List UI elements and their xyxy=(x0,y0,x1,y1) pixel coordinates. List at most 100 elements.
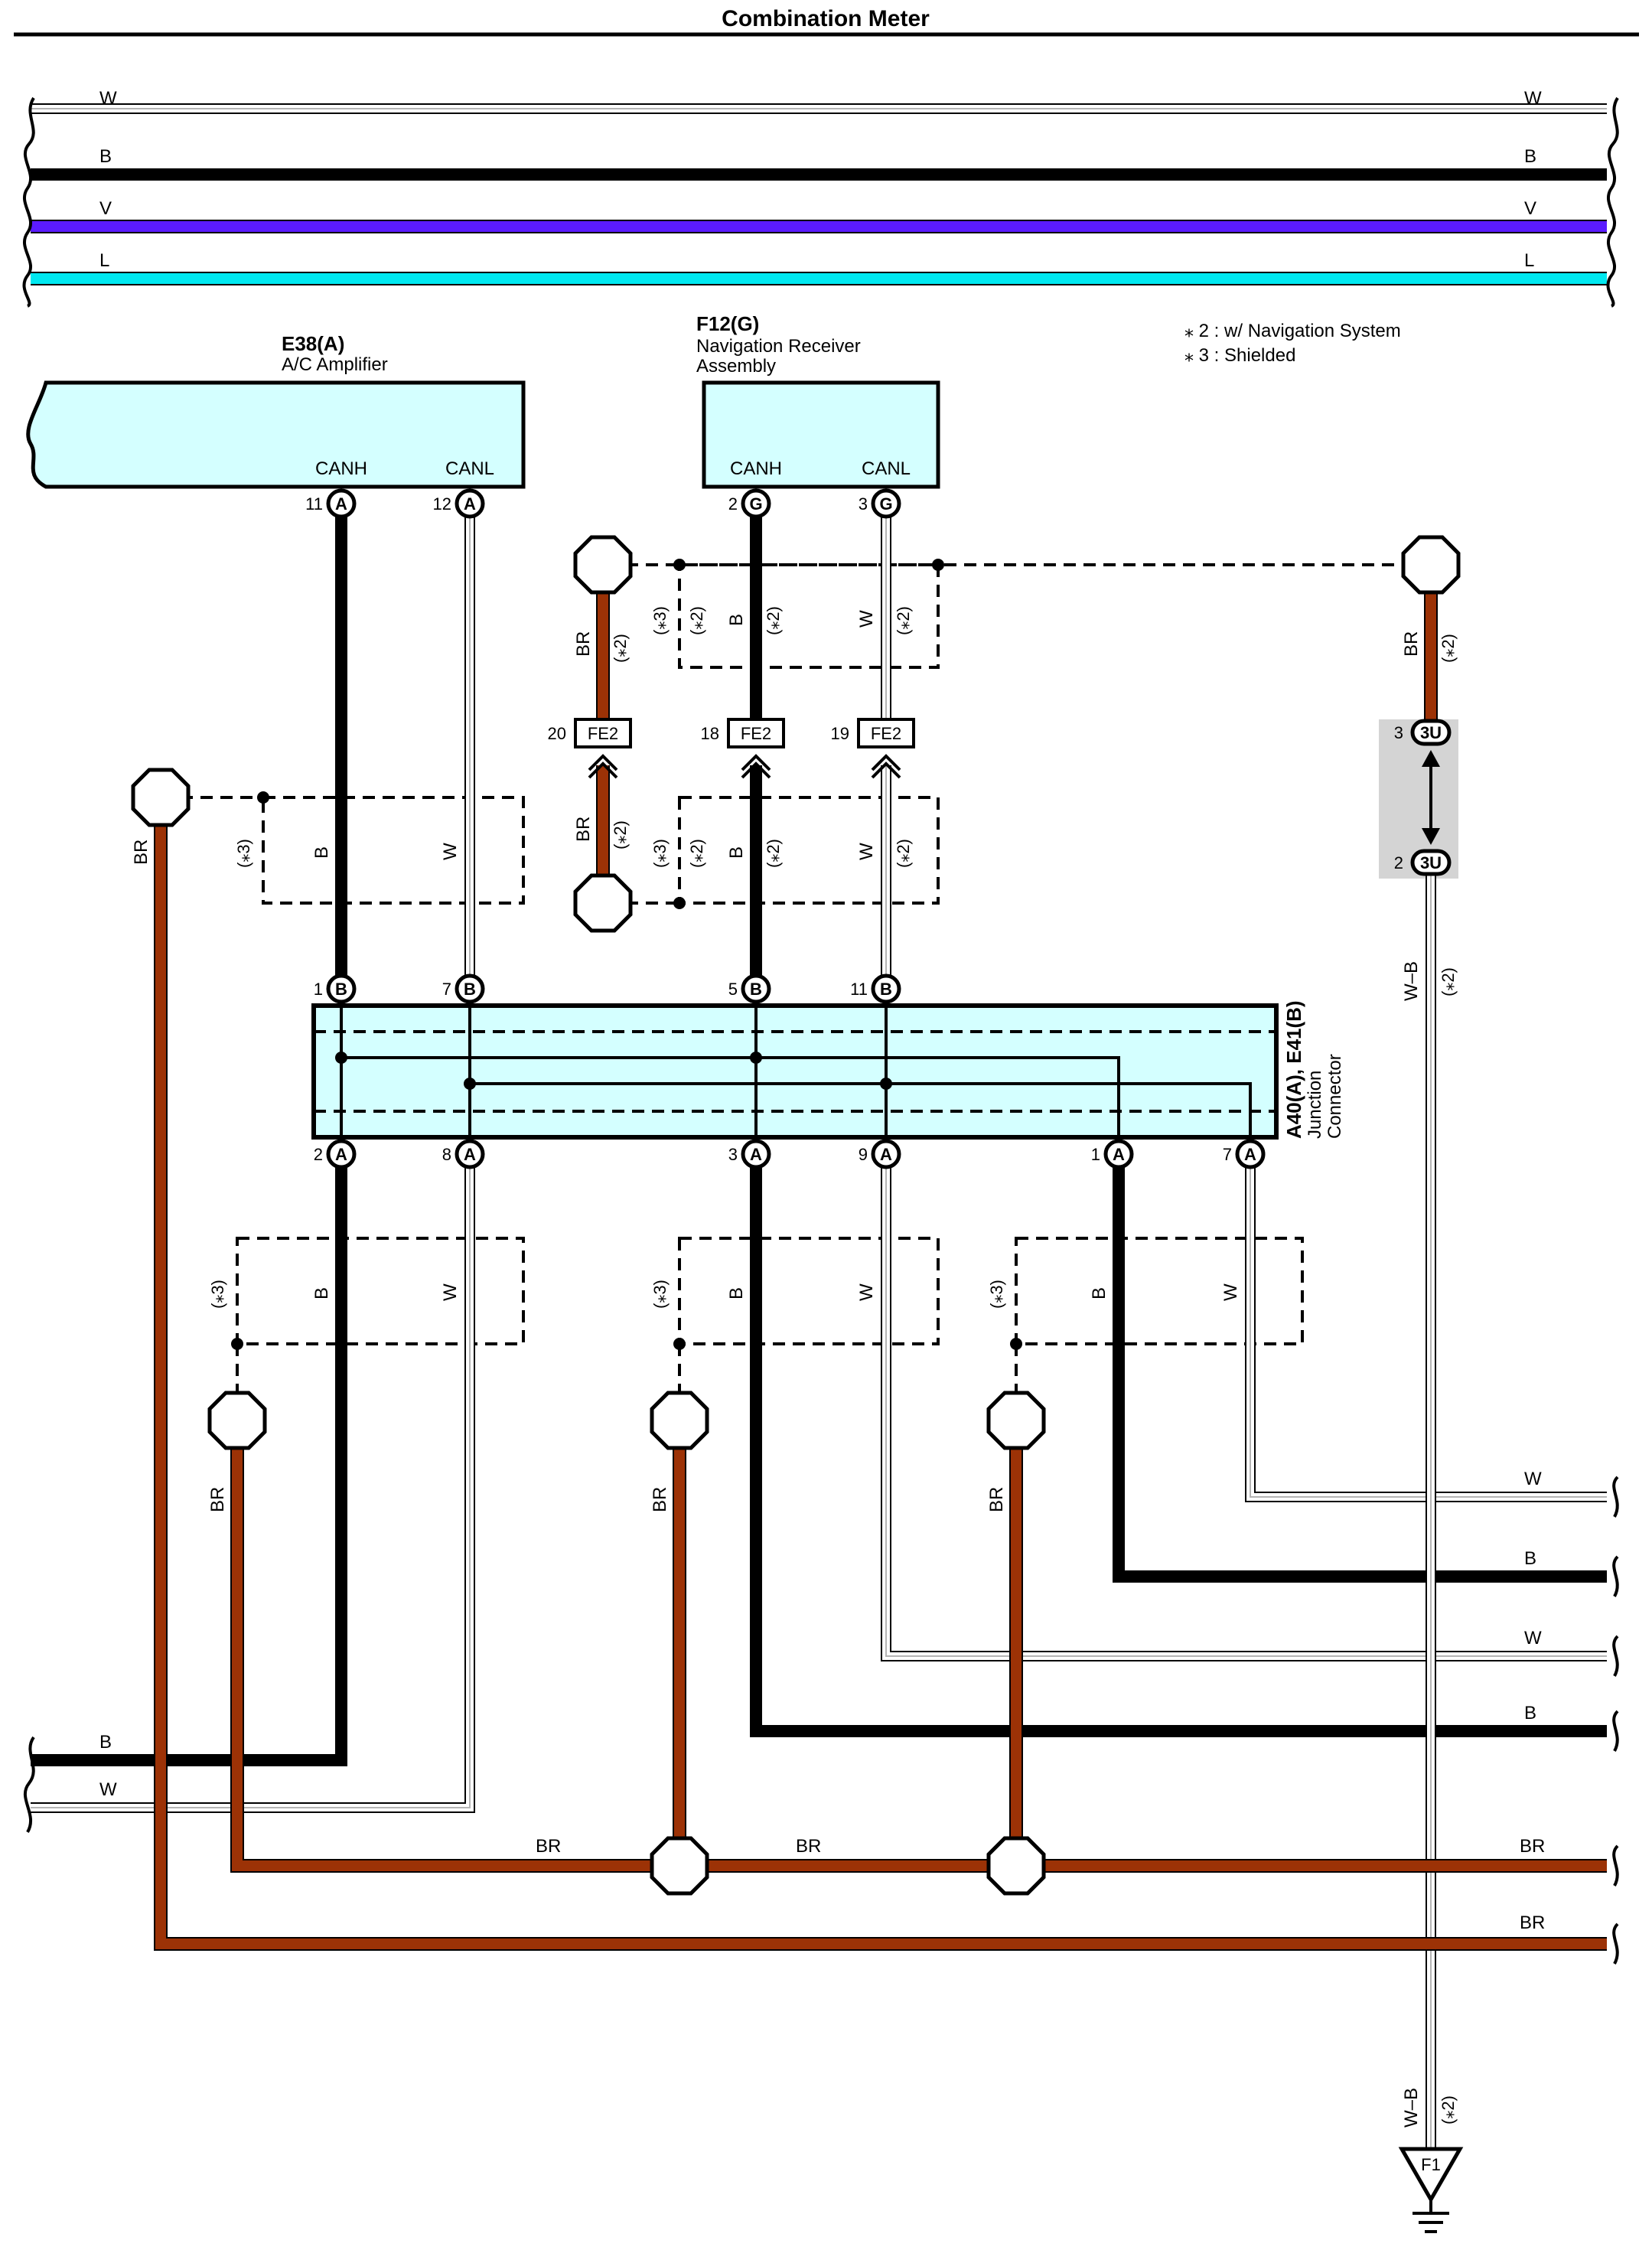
svg-text:B: B xyxy=(99,1732,112,1753)
pin-junction-b5-num: 5 xyxy=(728,980,738,999)
svg-text:B: B xyxy=(726,614,747,626)
svg-text:(⁎3): (⁎3) xyxy=(234,839,253,868)
svg-text:BR: BR xyxy=(1520,1912,1545,1933)
junction-code: A40(A), E41(B) xyxy=(1282,1000,1305,1139)
svg-text:2: 2 xyxy=(1394,853,1403,872)
svg-text:W: W xyxy=(856,610,877,628)
svg-text:(⁎2): (⁎2) xyxy=(894,606,913,635)
top-bus-label-b-left: B xyxy=(99,146,112,167)
shield-terminal-bottom-mid xyxy=(652,1393,707,1448)
right-output-labels: W B W B BR BR xyxy=(1520,1469,1545,1933)
svg-text:F1: F1 xyxy=(1421,2155,1441,2174)
shield-terminal-nav-right xyxy=(1403,537,1458,592)
junction-internal-dots xyxy=(335,1052,892,1090)
ac-amplifier-name: A/C Amplifier xyxy=(282,354,388,375)
page-title: Combination Meter xyxy=(722,6,930,31)
svg-text:BR: BR xyxy=(1401,631,1422,657)
ac-amp-canh-label: CANH xyxy=(315,458,367,479)
svg-text:(⁎2): (⁎2) xyxy=(894,839,913,868)
top-bus-label-v-right: V xyxy=(1524,198,1536,219)
svg-text:(⁎3): (⁎3) xyxy=(650,1280,670,1309)
bus-break-right xyxy=(1606,96,1619,308)
svg-text:B: B xyxy=(726,1287,747,1299)
wire-junction-a9-out xyxy=(885,1154,1607,1657)
pin-junction-a7: A7 xyxy=(1223,1139,1266,1169)
svg-text:B: B xyxy=(311,1287,332,1299)
pin-ac-amp-11-conn: A xyxy=(335,494,347,514)
fe2-connector-18: FE2 18 xyxy=(701,718,785,779)
left-output-labels: B W xyxy=(99,1732,117,1800)
svg-text:(⁎2): (⁎2) xyxy=(611,820,630,849)
brown-wires xyxy=(154,594,1607,1951)
pin-ac-amp-12-num: 12 xyxy=(433,494,451,514)
shield-box-bottom-right xyxy=(1015,1237,1304,1345)
svg-text:19: 19 xyxy=(831,724,849,743)
svg-text:(⁎2): (⁎2) xyxy=(687,839,706,868)
svg-text:BR: BR xyxy=(1520,1836,1545,1857)
svg-text:(⁎2): (⁎2) xyxy=(764,606,783,635)
pin-junction-b11-conn: B xyxy=(880,980,892,999)
svg-text:(⁎3): (⁎3) xyxy=(650,839,670,868)
svg-text:20: 20 xyxy=(548,724,566,743)
shield-terminal-bus-right xyxy=(989,1838,1044,1893)
wire-junction-a3-out xyxy=(750,1154,1607,1737)
bus-break-left xyxy=(22,96,35,308)
pin-ac-amp-12-conn: A xyxy=(464,494,476,514)
pin-ac-amp-11: A11 xyxy=(305,488,357,519)
svg-text:(⁎2): (⁎2) xyxy=(687,606,706,635)
svg-text:FE2: FE2 xyxy=(871,724,901,743)
shield-box-bottom-left xyxy=(236,1237,525,1345)
junction-name-line2: Connector xyxy=(1325,1054,1345,1139)
svg-text:BR: BR xyxy=(131,840,152,865)
wire-junction-a1-out xyxy=(1113,1154,1607,1583)
pin-nav-3-num: 3 xyxy=(859,494,868,514)
svg-text:3: 3 xyxy=(1394,723,1403,742)
bottom-bus-labels: BR BR xyxy=(536,1836,821,1857)
svg-text:BR: BR xyxy=(573,817,594,842)
pin-junction-b11-num: 11 xyxy=(850,980,868,999)
svg-text:W: W xyxy=(1220,1283,1241,1301)
top-bus-label-b-right: B xyxy=(1524,146,1536,167)
svg-text:3U: 3U xyxy=(1420,723,1442,742)
note-navigation-system: ⁎ 2 : w/ Navigation System xyxy=(1184,321,1401,341)
svg-text:B: B xyxy=(1524,1548,1536,1569)
wire-junction-a7-out xyxy=(1250,1154,1607,1498)
svg-text:W: W xyxy=(440,843,461,860)
svg-text:W: W xyxy=(440,1283,461,1301)
svg-text:BR: BR xyxy=(207,1487,228,1512)
svg-text:W: W xyxy=(856,843,877,860)
svg-text:(⁎2): (⁎2) xyxy=(1439,634,1458,663)
pin-junction-a9-conn: A xyxy=(880,1145,892,1164)
svg-text:3U: 3U xyxy=(1420,853,1442,872)
nav-receiver-box xyxy=(702,380,940,489)
shield-terminal-bottom-right xyxy=(989,1393,1044,1448)
pin-junction-b11: B 11 xyxy=(850,973,901,1004)
wire-junction-a2-out xyxy=(31,1154,347,1766)
shield-terminal-bottom-left xyxy=(210,1393,265,1448)
pin-junction-a2-num: 2 xyxy=(314,1145,323,1164)
wire-labels: BR (⁎2) (⁎3) (⁎2) B (⁎2) W (⁎2) BR (⁎2) … xyxy=(131,606,1458,2128)
junction-name-line1: Junction xyxy=(1305,1071,1325,1139)
wire-br-bus xyxy=(232,1446,1607,1871)
pin-junction-b7: B7 xyxy=(442,973,485,1004)
svg-text:BR: BR xyxy=(573,631,594,657)
junction-connector-box xyxy=(311,1003,1279,1140)
pin-junction-b7-conn: B xyxy=(464,980,476,999)
svg-text:W: W xyxy=(1524,1628,1542,1648)
black-wires xyxy=(31,504,1607,1766)
svg-text:W: W xyxy=(1524,1469,1542,1489)
svg-text:(⁎3): (⁎3) xyxy=(650,606,670,635)
svg-text:(⁎3): (⁎3) xyxy=(208,1280,227,1309)
right-output-breaks xyxy=(23,1476,1619,1965)
shield-terminal-nav-left xyxy=(575,537,630,592)
svg-text:B: B xyxy=(1524,1703,1536,1723)
fe2-connectors: FE2 20 FE2 18 FE2 19 xyxy=(548,718,915,779)
svg-text:(⁎2): (⁎2) xyxy=(1439,2095,1458,2124)
shield-box-nav-lower xyxy=(678,796,940,905)
junction-connector-labels: A40(A), E41(B) Junction Connector xyxy=(1282,1000,1345,1139)
wire-junction-a8-out xyxy=(31,1154,471,1808)
svg-text:B: B xyxy=(1089,1287,1109,1299)
top-bus-label-w-right: W xyxy=(1524,88,1542,109)
